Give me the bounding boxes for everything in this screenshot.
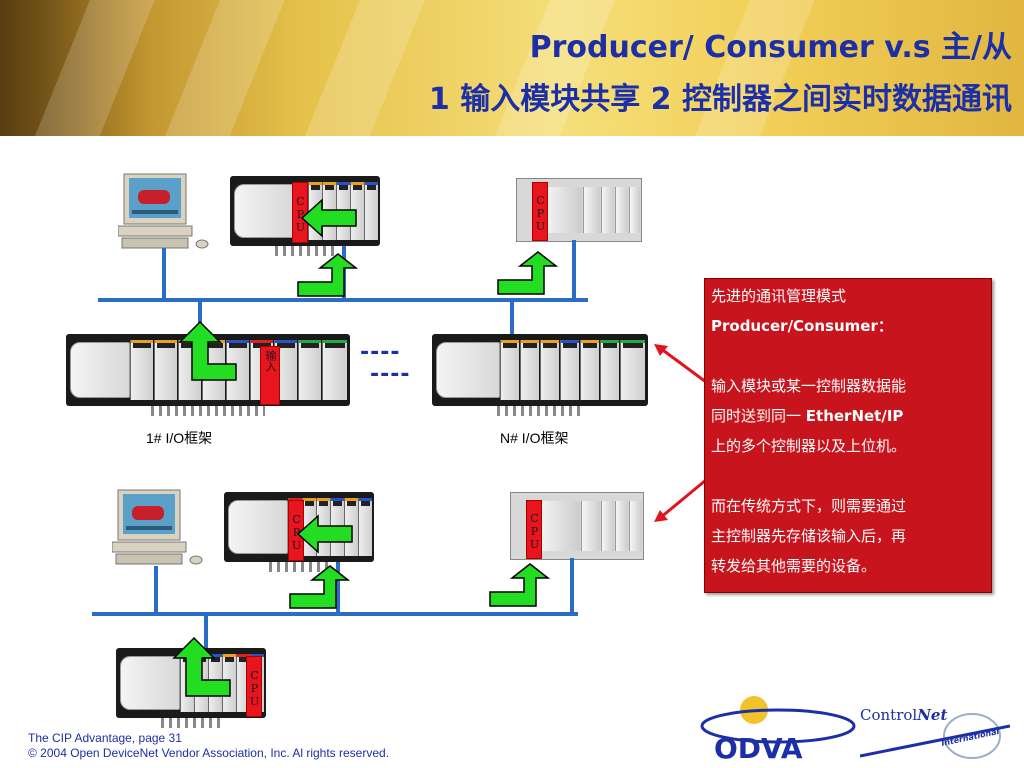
rack-1-label: 1# I/O框架 xyxy=(146,430,213,446)
module xyxy=(358,498,372,556)
module xyxy=(520,340,539,400)
power-supply xyxy=(228,500,288,554)
chassis-feet xyxy=(496,406,584,416)
module xyxy=(322,340,347,400)
info-line: 转发给其他需要的设备。 xyxy=(711,557,877,575)
info-line: 上的多个控制器以及上位机。 xyxy=(711,437,907,455)
cpu-label: CPU xyxy=(288,500,304,561)
cpu-label: CPU xyxy=(246,656,262,717)
cpu-label: CPU xyxy=(532,182,548,241)
odva-logo-text: ODVA xyxy=(714,732,803,764)
dashes: ---- xyxy=(360,340,401,365)
module xyxy=(601,187,614,233)
module xyxy=(615,187,628,233)
banner-streak xyxy=(154,0,286,136)
pointer-arrow-icon xyxy=(654,344,707,384)
module xyxy=(537,501,580,551)
up-right-arrow-icon xyxy=(489,563,551,607)
network-drop xyxy=(510,300,514,336)
pointer-arrow-icon xyxy=(654,478,707,522)
module xyxy=(540,340,559,400)
controlnet-text-b: Net xyxy=(916,706,947,724)
ethernet-bus xyxy=(92,612,578,616)
odva-logo: ODVA xyxy=(700,696,856,764)
network-drop xyxy=(336,562,340,614)
info-line: 而在传统方式下，则需要通过 xyxy=(711,497,907,515)
rack-n-label: N# I/O框架 xyxy=(500,430,569,446)
power-supply xyxy=(70,342,130,398)
up-right-arrow-icon xyxy=(178,320,237,381)
module xyxy=(364,182,378,240)
network-drop xyxy=(570,558,574,614)
cpu-label: CPU xyxy=(526,500,542,559)
module xyxy=(620,340,645,400)
cpu-label: CPU xyxy=(292,182,308,243)
module xyxy=(581,501,600,551)
power-supply xyxy=(436,342,500,398)
info-line: Producer/Consumer： xyxy=(711,311,985,341)
left-arrow-icon xyxy=(300,198,357,238)
computer-icon xyxy=(118,173,209,249)
module xyxy=(580,340,599,400)
module xyxy=(130,340,153,400)
info-text: 同时送到同一 xyxy=(711,407,806,425)
info-bold: Producer/Consumer： xyxy=(711,317,893,335)
up-right-arrow-icon xyxy=(497,251,559,295)
header-banner: Producer/ Consumer v.s 主/从 1 输入模块共享 2 控制… xyxy=(0,0,1024,136)
network-drop xyxy=(154,566,158,614)
input-label-text: 输入 xyxy=(264,350,277,372)
left-arrow-icon xyxy=(296,514,353,554)
page-title: Producer/ Consumer v.s 主/从 xyxy=(529,30,1012,65)
module xyxy=(615,501,628,551)
chassis-feet xyxy=(269,562,329,572)
network-drop xyxy=(204,614,208,650)
module xyxy=(500,340,519,400)
module xyxy=(298,340,321,400)
banner-shade xyxy=(0,0,150,136)
info-bold: EtherNet/IP xyxy=(805,407,904,425)
network-drop xyxy=(572,240,576,300)
info-line: 输入模块或某一控制器数据能 xyxy=(711,377,907,395)
page-subtitle: 1 输入模块共享 2 控制器之间实时数据通讯 xyxy=(428,82,1012,117)
input-module-label: 输入 xyxy=(260,346,280,405)
up-right-arrow-icon xyxy=(297,253,359,297)
svg-text:ControlNet: ControlNet xyxy=(860,706,947,724)
footer-page: The CIP Advantage, page 31 xyxy=(28,731,182,745)
chassis-feet xyxy=(151,406,265,416)
up-right-arrow-icon xyxy=(172,636,231,697)
power-supply xyxy=(234,184,294,238)
module xyxy=(154,340,177,400)
module xyxy=(560,340,579,400)
up-right-arrow-icon xyxy=(289,565,351,609)
module xyxy=(543,187,582,233)
info-line: 先进的通讯管理模式 xyxy=(711,287,847,305)
ethernet-bus xyxy=(98,298,588,302)
controlnet-text-a: Control xyxy=(860,706,917,724)
computer-icon xyxy=(112,489,203,565)
module xyxy=(600,340,619,400)
io-chassis-n xyxy=(432,334,648,416)
controlnet-text-c: International xyxy=(941,727,1001,748)
chassis-feet xyxy=(275,246,335,256)
power-supply xyxy=(120,656,180,710)
module xyxy=(583,187,600,233)
dashes: ---- xyxy=(370,362,411,387)
network-drop xyxy=(198,300,202,336)
info-line: 同时送到同一 EtherNet/IP xyxy=(711,401,985,431)
module xyxy=(601,501,614,551)
info-line: 主控制器先存储该输入后，再 xyxy=(711,527,907,545)
banner-streak xyxy=(294,0,426,136)
module xyxy=(629,187,640,233)
network-drop xyxy=(162,248,166,300)
info-box: 先进的通讯管理模式 Producer/Consumer： 输入模块或某一控制器数… xyxy=(704,278,992,593)
chassis-feet xyxy=(161,718,221,728)
module xyxy=(629,501,642,551)
footer-copyright: © 2004 Open DeviceNet Vendor Association… xyxy=(28,746,390,760)
controlnet-logo: ControlNet International xyxy=(860,706,1010,759)
